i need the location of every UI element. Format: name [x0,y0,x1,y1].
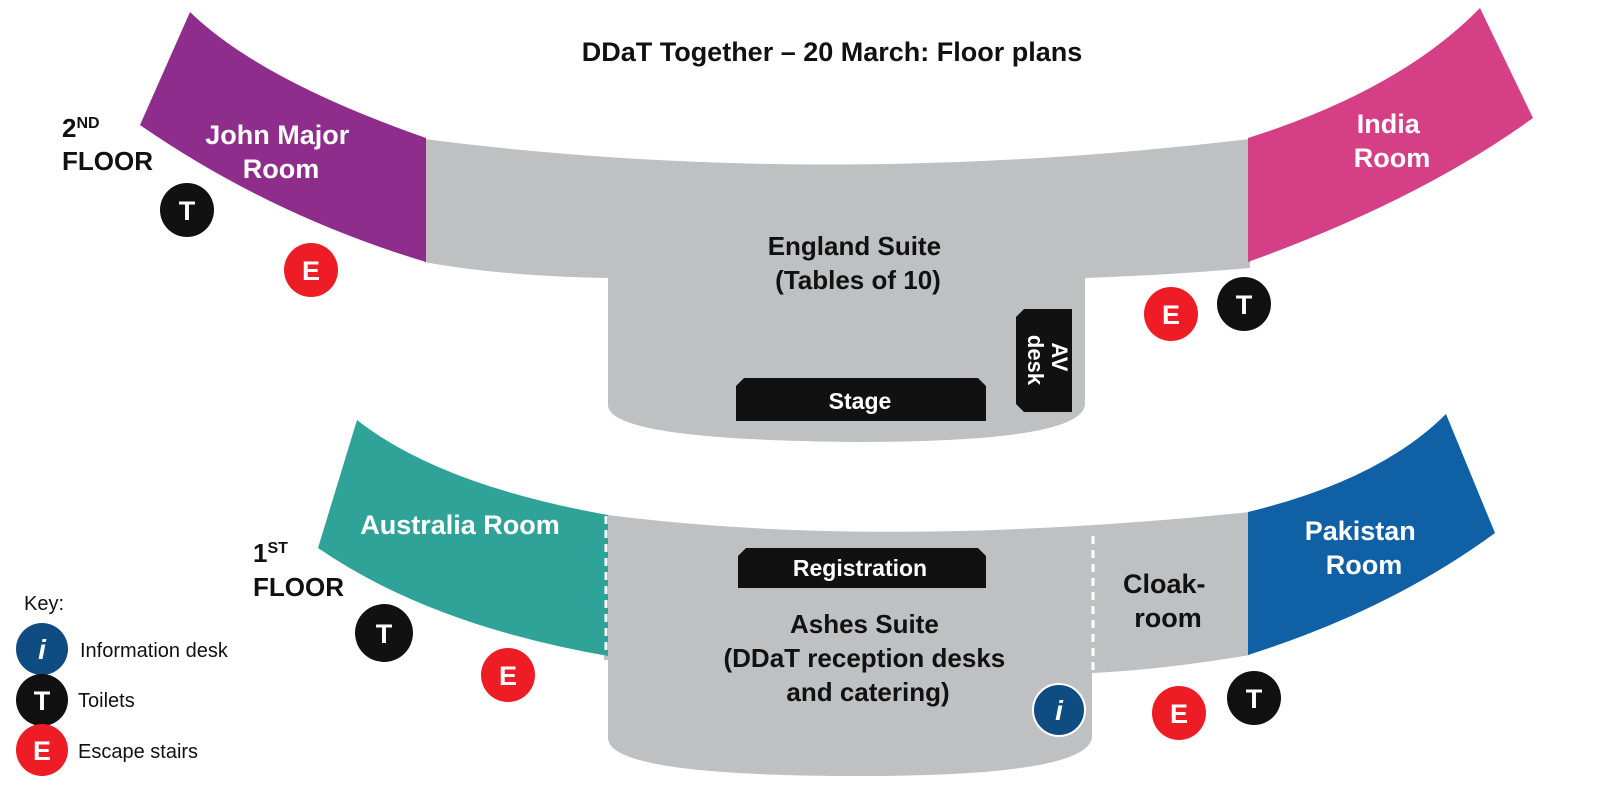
av-desk-label-line1: AV [1047,342,1072,371]
ashes-suite-label-line1: Ashes Suite [790,609,939,639]
first-floor-number: 1 [253,538,267,568]
toilet-marker-2nd-right: T [1217,277,1271,331]
ashes-suite-label-line3: and catering) [786,677,949,707]
escape-marker-1st-left-glyph: E [499,661,517,691]
first-floor-label: 1ST FLOOR [253,538,344,602]
escape-marker-1st-left: E [481,648,535,702]
john-major-room-area [140,12,426,262]
stage-label: Stage [829,388,892,414]
australia-room-area [318,420,608,656]
legend-info-symbol: i [38,634,47,665]
pakistan-room-area [1248,414,1495,655]
second-floor-plan: Stage AV desk John Major Room India Room… [62,8,1533,442]
australia-room-label: Australia Room [360,510,560,540]
escape-marker-2nd-left: E [284,243,338,297]
registration-desk [738,548,986,588]
second-floor-word: FLOOR [62,146,153,176]
pakistan-room-label-line1: Pakistan [1305,516,1416,546]
escape-marker-2nd-right-glyph: E [1162,300,1180,330]
second-floor-number: 2 [62,113,76,143]
info-marker-1st-glyph: i [1055,695,1064,726]
toilet-marker-2nd-left-glyph: T [179,196,196,226]
legend-info-label: Information desk [80,640,229,662]
legend-toilets-label: Toilets [78,690,135,712]
av-desk-label-line2: desk [1023,335,1048,386]
info-marker-1st: i [1032,683,1086,737]
india-room-area [1248,8,1533,262]
cloakroom-label-line1: Cloak- [1123,569,1206,599]
legend: Key: i Information desk T Toilets E Esca… [16,593,229,776]
england-suite-label-line2: (Tables of 10) [775,265,941,295]
india-room-label-line2: Room [1354,143,1431,173]
toilet-marker-1st-right: T [1227,671,1281,725]
legend-toilets-symbol: T [34,686,51,716]
toilet-marker-1st-right-glyph: T [1246,684,1263,714]
legend-escape-symbol: E [33,736,51,766]
first-floor-word: FLOOR [253,572,344,602]
ashes-suite-label-line2: (DDaT reception desks [724,643,1006,673]
escape-marker-1st-right: E [1152,686,1206,740]
toilet-marker-2nd-left: T [160,183,214,237]
john-major-room-label-line1: John Major [205,120,349,150]
india-room-label: India Room [1354,109,1431,173]
av-desk-label: AV desk [1023,335,1072,386]
india-room-label-line1: India [1357,109,1421,139]
first-floor-plan: Registration Australia Room Pakistan Roo… [253,414,1495,776]
legend-title: Key: [24,593,64,615]
av-desk [1016,309,1072,412]
toilet-marker-2nd-right-glyph: T [1236,290,1253,320]
escape-marker-2nd-right: E [1144,287,1198,341]
cloakroom-label-line2: room [1134,603,1202,633]
toilet-icon [16,674,68,726]
diagram-title: DDaT Together – 20 March: Floor plans [582,37,1083,67]
legend-item-info: i Information desk [16,623,229,675]
second-floor-suffix: ND [76,115,99,132]
toilet-marker-1st-left-glyph: T [376,619,393,649]
pakistan-room-label-line2: Room [1326,550,1403,580]
john-major-room-label-line2: Room [243,154,320,184]
ashes-suite-label: Ashes Suite (DDaT reception desks and ca… [724,609,1013,707]
escape-marker-2nd-left-glyph: E [302,256,320,286]
john-major-room-label: John Major Room [205,120,357,184]
pakistan-room-label: Pakistan Room [1305,516,1424,580]
escape-icon [16,724,68,776]
legend-escape-label: Escape stairs [78,741,198,763]
cloakroom-label: Cloak- room [1123,569,1213,633]
escape-marker-1st-right-glyph: E [1170,699,1188,729]
info-icon [16,623,68,675]
registration-label: Registration [793,555,927,581]
england-suite-label: England Suite (Tables of 10) [768,231,949,295]
legend-item-escape: E Escape stairs [16,724,198,776]
toilet-marker-1st-left: T [355,604,413,662]
england-suite-label-line1: England Suite [768,231,941,261]
legend-item-toilets: T Toilets [16,674,135,726]
first-floor-suffix: ST [267,540,288,557]
second-floor-label: 2ND FLOOR [62,113,153,176]
stage [736,378,986,421]
